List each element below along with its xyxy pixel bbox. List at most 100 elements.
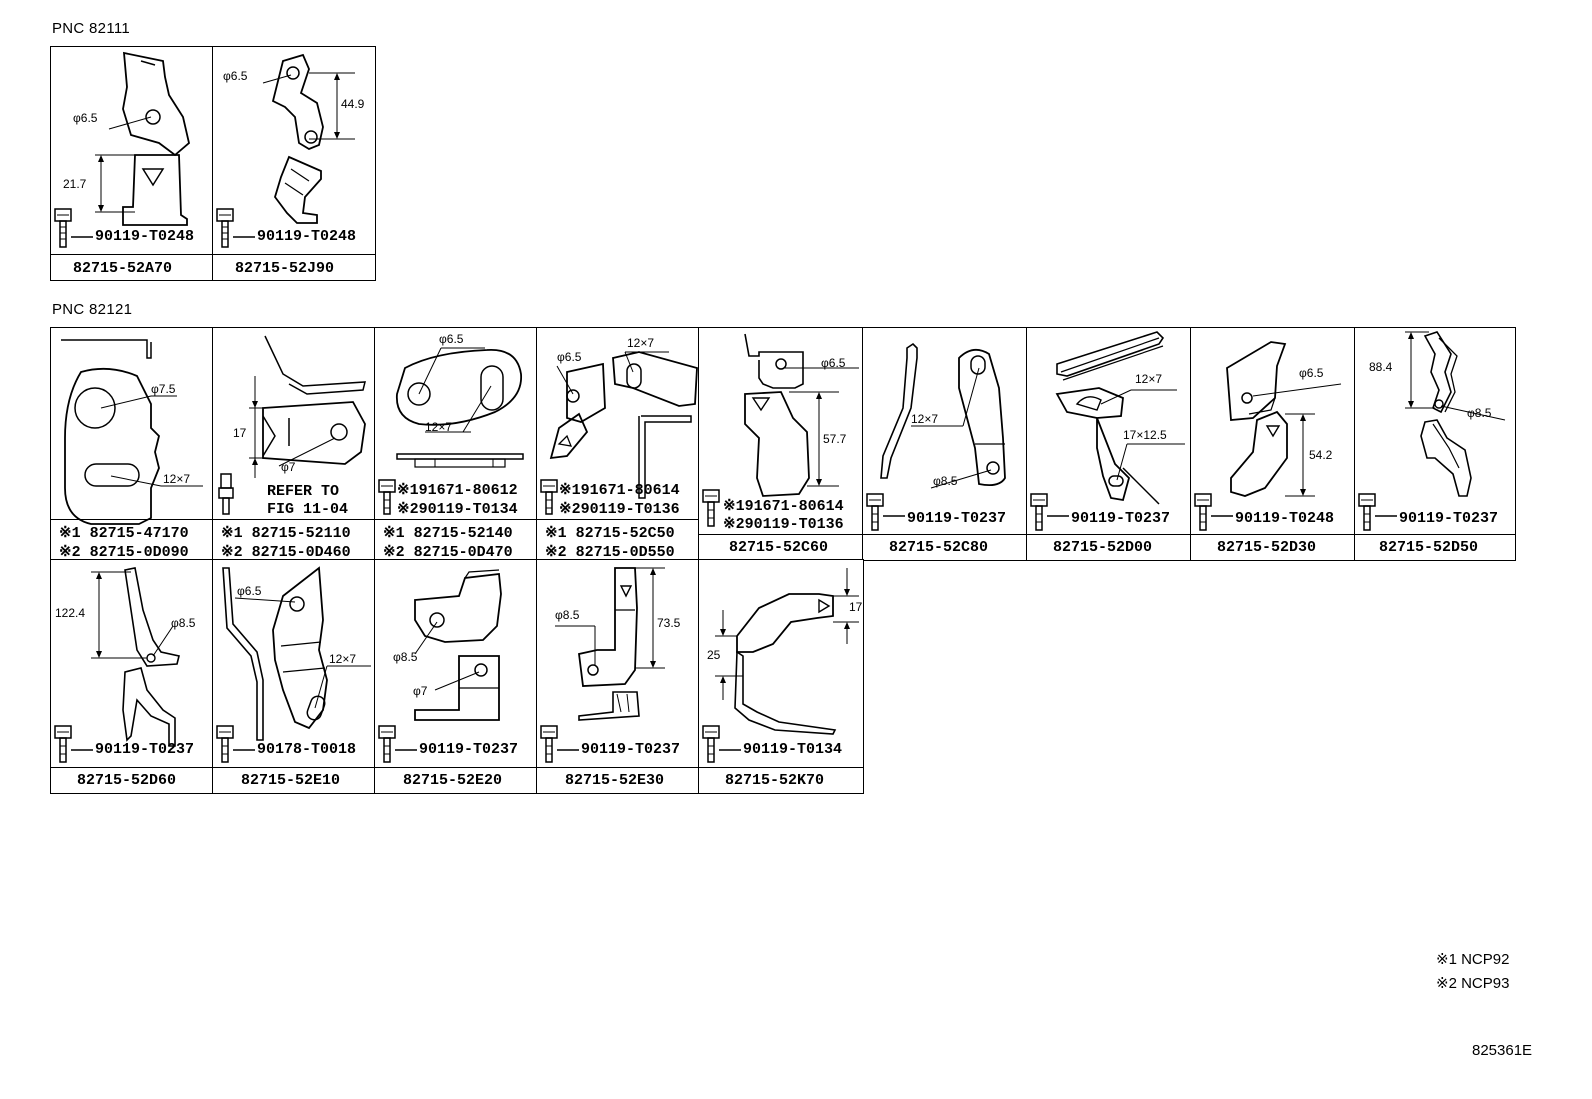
part-cell-52E30: φ8.5 73.5 90119-T0237 82715-52E30 (536, 559, 700, 794)
part-cell-52D60: 122.4 φ8.5 90119-T0237 82715-52D60 (50, 559, 214, 794)
part-cell-52J90: φ6.5 44.9 90119-T0248 82715-52J90 (212, 46, 376, 281)
part-cell-52D50: 88.4 φ8.5 90119-T0237 82715-52D50 (1354, 327, 1516, 561)
dimension-label: 12×7 (1135, 372, 1163, 386)
part-number-ncp92: ※1 82715-47170 (59, 525, 189, 542)
bolt-number: 90119-T0237 (907, 510, 1007, 527)
part-cell-52A70: φ6.5 21.7 90119-T0248 82715-52A70 (50, 46, 214, 281)
part-number: 82715-52E10 (241, 772, 341, 789)
dimension-label: 17 (233, 426, 247, 440)
bolt-number: 90119-T0134 (743, 741, 843, 758)
figure-id: 825361E (1472, 1042, 1533, 1059)
dimension-label: 17×12.5 (1123, 428, 1167, 442)
part-drawing-52C80 (866, 342, 1006, 531)
part-number: 82715-52K70 (725, 772, 825, 789)
dimension-label: 54.2 (1309, 448, 1333, 462)
dimension-label: φ6.5 (557, 350, 582, 364)
part-cell-52K70: 17 25 90119-T0134 82715-52K70 (698, 559, 864, 794)
dimension-label: 12×7 (627, 336, 655, 350)
legend-ncp93: ※2 NCP93 (1436, 975, 1510, 992)
part-number: 82715-52E30 (565, 772, 665, 789)
dimension-label: φ8.5 (555, 608, 580, 622)
part-number-ncp93: ※2 82715-0D550 (545, 544, 675, 561)
part-cell-52C80: 12×7 φ8.5 90119-T0237 82715-52C80 (862, 327, 1028, 561)
part-number: 82715-52D00 (1053, 539, 1153, 556)
part-drawing-52D00 (1030, 331, 1185, 531)
part-number-ncp92: ※1 82715-52140 (383, 525, 513, 542)
part-drawing-52E30 (540, 567, 665, 763)
bolt-number-ncp92: ※191671-80614 (559, 482, 680, 499)
dimension-label: φ8.5 (171, 616, 196, 630)
part-number-ncp93: ※2 82715-0D470 (383, 544, 513, 561)
dimension-label: φ8.5 (393, 650, 418, 664)
dimension-label: 73.5 (657, 616, 681, 630)
part-drawing-52E10 (216, 566, 371, 763)
bolt-number-ncp92: ※191671-80614 (723, 498, 844, 515)
part-number: 82715-52D30 (1217, 539, 1317, 556)
part-cell-52E10: φ6.5 12×7 90178-T0018 82715-52E10 (212, 559, 376, 794)
dimension-label: φ6.5 (237, 584, 262, 598)
dimension-label: 12×7 (425, 420, 453, 434)
part-number-ncp93: ※2 82715-0D090 (59, 544, 189, 561)
dimension-label: 12×7 (911, 412, 939, 426)
part-drawing-52C50 (540, 351, 698, 515)
dimension-label: φ6.5 (223, 69, 248, 83)
dimension-label: φ6.5 (439, 332, 464, 346)
dimension-label: 17 (849, 600, 863, 614)
dimension-label: 57.7 (823, 432, 847, 446)
part-number: 82715-52A70 (73, 260, 173, 277)
part-cell-52D00: 12×7 17×12.5 90119-T0237 82715-52D00 (1026, 327, 1192, 561)
dimension-label: 25 (707, 648, 721, 662)
bolt-number: 90119-T0248 (257, 228, 357, 245)
part-number-ncp93: ※2 82715-0D460 (221, 544, 351, 561)
dimension-label: 12×7 (163, 472, 191, 486)
dimension-label: φ8.5 (933, 474, 958, 488)
part-drawing-52D60 (54, 567, 180, 763)
part-number: 82715-52E20 (403, 772, 503, 789)
part-drawing-52D50 (1358, 331, 1506, 531)
bolt-number-ncp92: ※191671-80612 (397, 482, 518, 499)
part-drawing-47170 (61, 339, 203, 525)
part-cell-52E20: φ8.5 φ7 90119-T0237 82715-52E20 (374, 559, 538, 794)
bolt-number: 90178-T0018 (257, 741, 357, 758)
bolt-number: 90119-T0237 (1399, 510, 1499, 527)
dimension-label: 88.4 (1369, 360, 1393, 374)
bolt-number: 90119-T0237 (581, 741, 681, 758)
dimension-label: 122.4 (55, 606, 86, 620)
refer-note-figure[interactable]: FIG 11-04 (267, 501, 349, 518)
bolt-number: 90119-T0237 (95, 741, 195, 758)
refer-note: REFER TO (267, 483, 340, 500)
dimension-label: φ7 (413, 684, 428, 698)
part-drawing-52E20 (378, 569, 502, 763)
bolt-number-ncp93: ※290119-T0136 (723, 516, 844, 533)
bolt-number-ncp93: ※290119-T0136 (559, 501, 680, 518)
bolt-number: 90119-T0248 (1235, 510, 1335, 527)
part-cell-52140: φ6.5 12×7 ※191671-80612 ※290119-T0134 ※1… (374, 327, 538, 561)
part-number: 82715-52J90 (235, 260, 335, 277)
part-drawing-52A70 (54, 51, 190, 248)
part-cell-52110: 17 φ7 REFER TO FIG 11-04 ※1 82715-52110 … (212, 327, 376, 561)
part-drawing-52C60 (702, 333, 859, 527)
bolt-number: 90119-T0248 (95, 228, 195, 245)
dimension-label: 44.9 (341, 97, 365, 111)
dimension-label: φ7 (281, 460, 296, 474)
part-number: 82715-52C80 (889, 539, 989, 556)
part-number: 82715-52D50 (1379, 539, 1479, 556)
part-cell-52C60: φ6.5 57.7 ※191671-80614 ※290119-T0136 82… (698, 327, 864, 561)
part-number-ncp92: ※1 82715-52C50 (545, 525, 675, 542)
legend-ncp92: ※1 NCP92 (1436, 951, 1510, 968)
dimension-label: 21.7 (63, 177, 87, 191)
dimension-label: φ6.5 (1299, 366, 1324, 380)
part-number: 82715-52C60 (729, 539, 829, 556)
dimension-label: φ6.5 (73, 111, 98, 125)
part-number-ncp92: ※1 82715-52110 (221, 525, 351, 542)
dimension-label: φ8.5 (1467, 406, 1492, 420)
dimension-label: φ7.5 (151, 382, 176, 396)
part-drawing-52D30 (1194, 341, 1342, 531)
part-drawing-52140 (378, 347, 524, 515)
section-title-82111: PNC 82111 (52, 20, 131, 37)
part-cell-47170: φ7.5 12×7 ※1 82715-47170 ※2 82715-0D090 (50, 327, 214, 561)
section-title-82121: PNC 82121 (52, 301, 133, 318)
bolt-number: 90119-T0237 (419, 741, 519, 758)
part-drawing-52J90 (216, 53, 355, 248)
part-cell-52C50: φ6.5 12×7 ※191671-80614 ※290119-T0136 ※1… (536, 327, 700, 561)
